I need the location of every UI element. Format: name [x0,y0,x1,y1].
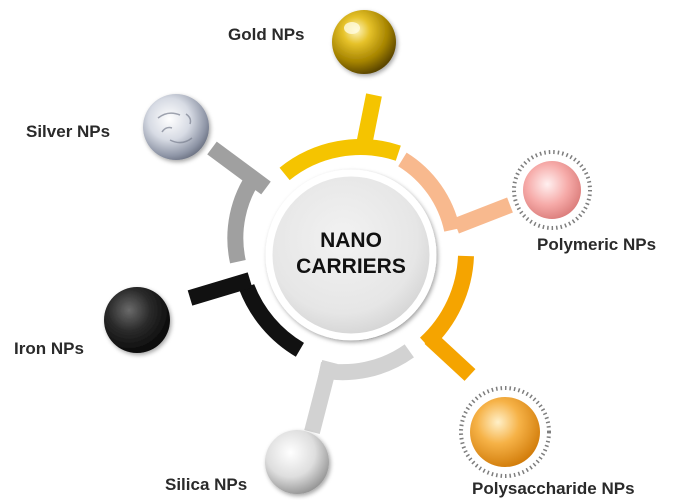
gold-highlight [344,22,360,34]
connector-stem-iron [187,272,253,306]
connector-stem-polysaccharide [424,332,476,381]
node-gold: Gold NPs [228,10,396,74]
node-polysaccharide: Polysaccharide NPs [459,386,635,498]
center-title-line2: CARRIERS [296,255,406,278]
connector-stem-silver [207,141,271,195]
gold-label: Gold NPs [228,25,305,44]
silver-label: Silver NPs [26,122,110,141]
connector-arc-gold [279,139,401,181]
gold-sphere [332,10,396,74]
node-polymeric: Polymeric NPs [512,150,656,254]
polysaccharide-corona-ring [464,391,546,473]
connector-stem-polymeric [453,197,513,234]
node-silver: Silver NPs [26,94,209,160]
polysaccharide-sphere [470,397,540,467]
connector-arc-polymeric [398,152,460,232]
silica-label: Silica NPs [165,475,247,494]
silver-sphere [143,94,209,160]
polymeric-corona-ring [517,155,587,225]
polymeric-label: Polymeric NPs [537,235,656,254]
connector-stem-silica [304,360,338,434]
polymeric-corona [512,150,592,230]
connector-stems [187,93,513,434]
connector-arc-iron [239,283,305,357]
silica-sphere [265,430,329,494]
center-hub-circle [265,169,437,341]
connector-stem-gold [356,93,382,147]
center-title-line1: NANO [320,229,382,252]
polymeric-sphere [523,161,581,219]
polysaccharide-corona [459,386,551,478]
node-iron: Iron NPs [14,287,170,358]
polysaccharide-label: Polysaccharide NPs [472,479,635,498]
center-hub: NANO CARRIERS [265,169,437,341]
iron-label: Iron NPs [14,339,84,358]
hub-ring [227,139,474,381]
iron-sphere [104,287,170,353]
node-silica: Silica NPs [165,430,329,494]
silver-texture [157,112,193,144]
